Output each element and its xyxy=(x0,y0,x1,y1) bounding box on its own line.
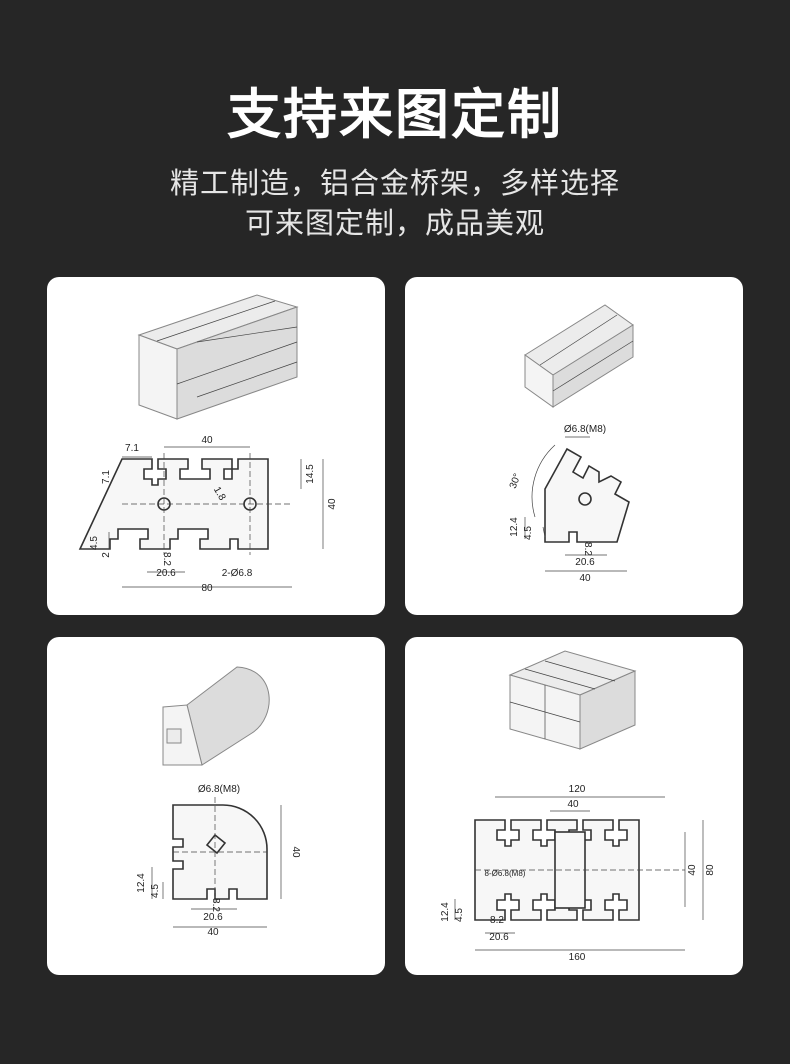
dim-label: 7.1 xyxy=(101,470,112,484)
dim-label: 8.2 xyxy=(582,542,593,556)
dim-label: 2 xyxy=(101,552,112,558)
profile-card-40-round: Ø6.8(M8) 40 12.4 4.5 8.2 20.6 40 xyxy=(47,637,385,975)
page-title: 支持来图定制 xyxy=(227,83,563,146)
profile-40x80-drawing: 40 7.1 7.1 14.5 40 1.8 4.5 2 8.2 20.6 2-… xyxy=(78,294,338,594)
dim-label: 7.1 xyxy=(125,443,139,454)
dim-label: 4.5 xyxy=(523,526,534,540)
dim-label: 40 xyxy=(207,927,219,938)
dim-label: 4.5 xyxy=(454,908,465,922)
subtitle-line-1: 精工制造，铝合金桥架，多样选择 xyxy=(169,166,620,200)
dim-label: 12.4 xyxy=(136,873,147,893)
dim-label: 8.2 xyxy=(490,915,504,926)
profile-40-angled-3d-render xyxy=(524,304,634,408)
subtitle-line-2: 可来图定制，成品美观 xyxy=(244,206,545,240)
dim-label: 40 xyxy=(687,864,698,876)
profile-80x160-3d-render xyxy=(508,650,637,750)
dim-label: 40 xyxy=(290,846,301,858)
dim-label: 12.4 xyxy=(440,902,451,922)
dim-label: 40 xyxy=(201,435,213,446)
dim-label: 20.6 xyxy=(203,912,223,923)
profile-80x160-cross-section xyxy=(474,819,685,921)
dim-label: 20.6 xyxy=(489,932,509,943)
dim-label: Ø6.8(M8) xyxy=(564,424,606,435)
dim-label: 8-Ø6.8(M8) xyxy=(485,869,526,878)
profile-80x160-drawing: 120 40 8-Ø6.8(M8) 40 80 12.4 4.5 8.2 20.… xyxy=(440,650,716,963)
profile-40x80-cross-section xyxy=(78,453,292,555)
profile-40-angled-dimension-lines xyxy=(524,436,627,572)
dim-label: 40 xyxy=(579,573,591,584)
profile-40x80-dimension-lines xyxy=(108,446,324,588)
dim-label: 2-Ø6.8 xyxy=(222,568,253,579)
dim-label: 30° xyxy=(508,472,524,490)
profile-40-angled-cross-section xyxy=(542,447,630,543)
profile-40-round-dimension-lines xyxy=(151,805,282,928)
profile-40x80-3d-render xyxy=(137,294,299,420)
profile-40-angled-drawing: Ø6.8(M8) 30° 12.4 4.5 8.2 20.6 40 xyxy=(508,304,634,584)
dim-label: 20.6 xyxy=(156,568,176,579)
dim-label: 8.2 xyxy=(161,552,172,566)
dim-label: 12.4 xyxy=(509,517,520,537)
profile-80x160-dimension-lines xyxy=(454,796,704,951)
profile-card-80x160: 120 40 8-Ø6.8(M8) 40 80 12.4 4.5 8.2 20.… xyxy=(405,637,743,975)
profile-40-round-cross-section xyxy=(172,797,268,905)
dim-label: 4.5 xyxy=(89,536,100,550)
dim-label: 120 xyxy=(569,784,586,795)
dim-label: Ø6.8(M8) xyxy=(198,784,240,795)
dim-label: 40 xyxy=(327,498,338,510)
dim-label: 20.6 xyxy=(575,557,595,568)
profile-40-round-3d-render xyxy=(162,666,270,766)
profile-card-40-angled: Ø6.8(M8) 30° 12.4 4.5 8.2 20.6 40 xyxy=(405,277,743,615)
dim-label: 8.2 xyxy=(210,898,221,912)
dim-label: 40 xyxy=(567,799,579,810)
dim-label: 80 xyxy=(705,864,716,876)
dim-label: 14.5 xyxy=(305,464,316,484)
dim-label: 80 xyxy=(201,583,213,594)
profile-card-40x80: 40 7.1 7.1 14.5 40 1.8 4.5 2 8.2 20.6 2-… xyxy=(47,277,385,615)
dim-label: 160 xyxy=(569,952,586,963)
profile-40-round-drawing: Ø6.8(M8) 40 12.4 4.5 8.2 20.6 40 xyxy=(136,666,301,938)
dim-label: 4.5 xyxy=(150,884,161,898)
